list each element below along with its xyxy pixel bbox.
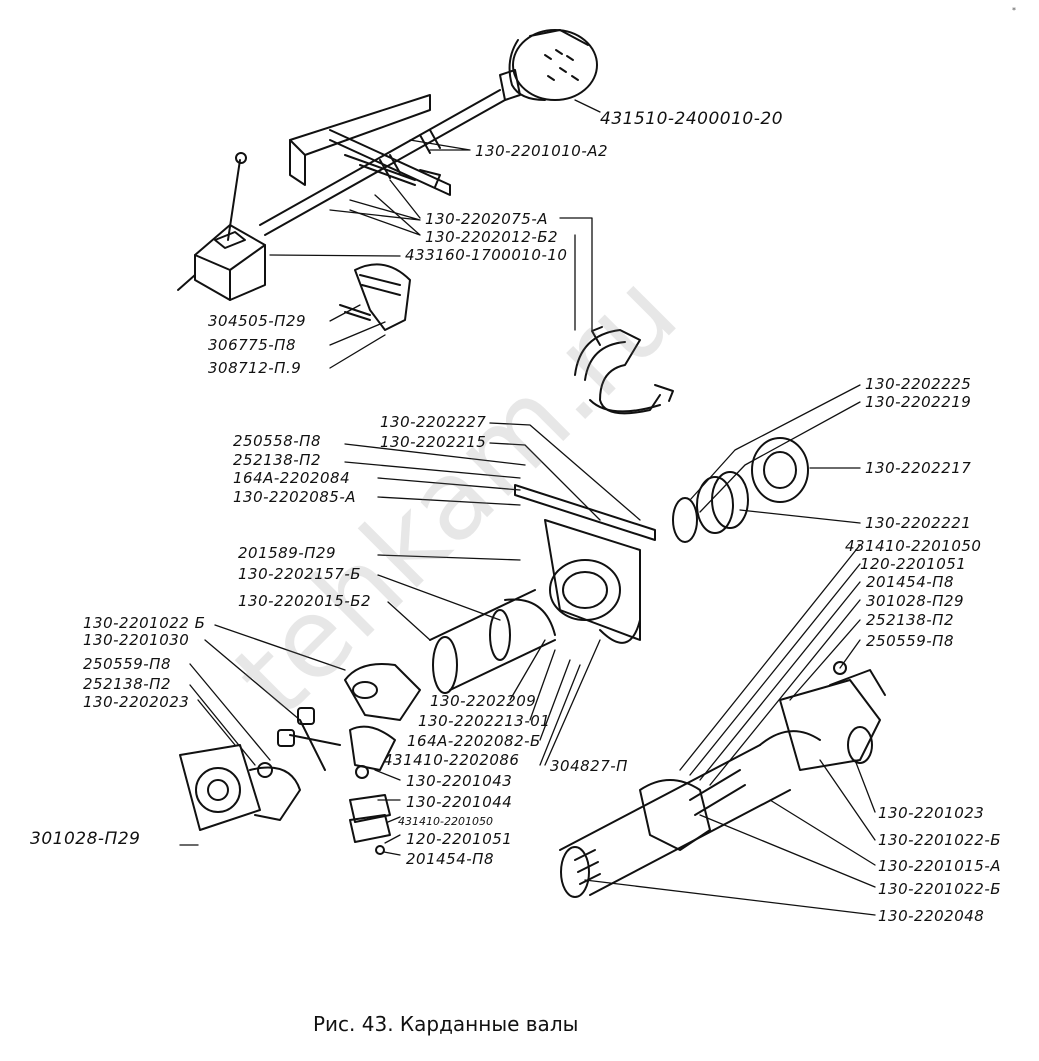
label-301028-p29-right: 301028-П29 [866, 592, 965, 610]
label-130-2202023: 130-2202023 [83, 693, 190, 711]
flange-drawing [179, 744, 301, 831]
label-130-2202217: 130-2202217 [865, 459, 972, 477]
label-306775-p8: 306775-П8 [208, 336, 296, 354]
label-130-2201043: 130-2201043 [406, 772, 513, 790]
bearing-cap-parts-drawing [349, 765, 391, 855]
label-120-2201051-right: 120-2201051 [860, 555, 967, 573]
label-130-2202219: 130-2202219 [865, 393, 972, 411]
label-252138-p2-top: 252138-П2 [233, 451, 321, 469]
label-431410-2202086: 431410-2202086 [383, 751, 520, 769]
frame-cross-member-drawing [289, 94, 451, 196]
label-130-2202209: 130-2202209 [430, 692, 537, 710]
label-130-2201010-a2: 130-2201010-А2 [475, 142, 609, 160]
rear-axle-housing-drawing [499, 29, 598, 101]
label-301028-p29-left: 301028-П29 [30, 829, 141, 849]
seal-rings-drawing [672, 437, 809, 543]
label-130-2201022-b-left: 130-2201022 Б [83, 614, 206, 632]
figure-caption: Рис. 43. Карданные валы [313, 1012, 579, 1036]
label-431410-2201050-left: 431410-2201050 [398, 815, 493, 828]
leader-lines [179, 99, 876, 916]
label-130-2202157-b: 130-2202157-Б [238, 565, 362, 583]
label-252138-p2-left: 252138-П2 [83, 675, 171, 693]
label-431510-2400010-20: 431510-2400010-20 [600, 109, 784, 129]
label-130-2202015-b2: 130-2202015-Б2 [238, 592, 372, 610]
label-201589-p29: 201589-П29 [238, 544, 337, 562]
intermediate-shaft-drawing [429, 589, 556, 694]
gearbox-drawing [177, 152, 266, 301]
label-252138-p2-right: 252138-П2 [866, 611, 954, 629]
front-propeller-shaft-drawing [559, 661, 886, 898]
label-308712-p9: 308712-П.9 [208, 359, 302, 377]
label-304827-p: 304827-П [550, 757, 628, 775]
label-201454-p8-left: 201454-П8 [406, 850, 494, 868]
label-164a-2202084: 164А-2202084 [233, 469, 351, 487]
label-130-2202012-b2: 130-2202012-Б2 [425, 228, 559, 246]
label-130-2202048: 130-2202048 [878, 907, 985, 925]
label-120-2201051-left: 120-2201051 [406, 830, 513, 848]
label-130-2202225: 130-2202225 [865, 375, 972, 393]
label-130-2202227: 130-2202227 [380, 413, 487, 431]
label-304505-p29: 304505-П29 [208, 312, 307, 330]
label-250559-p8-right: 250559-П8 [866, 632, 954, 650]
intermediate-support-drawing [514, 484, 656, 644]
label-164a-2202082-b: 164А-2202082-Б [407, 732, 541, 750]
bracket-small-drawing [339, 263, 411, 331]
label-130-2201030: 130-2201030 [83, 631, 190, 649]
label-130-2201023: 130-2201023 [878, 804, 985, 822]
label-130-2202085-a: 130-2202085-А [233, 488, 357, 506]
main-propeller-shaft-drawing [259, 89, 506, 236]
label-130-2201022-b-right1: 130-2201022-Б [878, 831, 1002, 849]
universal-joint-left-drawing [277, 663, 421, 771]
label-250559-p8-left: 250559-П8 [83, 655, 171, 673]
label-130-2202075-a: 130-2202075-А [425, 210, 549, 228]
label-130-2201015-a: 130-2201015-А [878, 857, 1002, 875]
label-433160-1700010-10: 433160-1700010-10 [405, 246, 568, 264]
clamp-ring-drawing [574, 326, 674, 415]
label-130-2201022-b-right2: 130-2201022-Б [878, 880, 1002, 898]
corner-mark: * [1012, 6, 1016, 15]
label-130-2202221: 130-2202221 [865, 514, 972, 532]
label-130-2201044: 130-2201044 [406, 793, 513, 811]
label-201454-p8-right: 201454-П8 [866, 573, 954, 591]
label-431410-2201050-right: 431410-2201050 [845, 537, 982, 555]
label-130-2202215: 130-2202215 [380, 433, 487, 451]
label-130-2202213-01: 130-2202213-01 [418, 712, 551, 730]
label-250558-p8: 250558-П8 [233, 432, 321, 450]
